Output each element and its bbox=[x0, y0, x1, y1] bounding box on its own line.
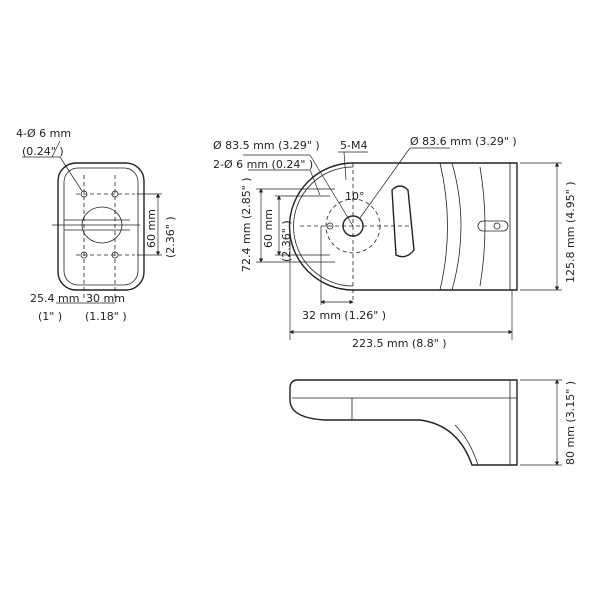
top-view: Ø 83.5 mm (3.29" ) 5-M4 Ø 83.6 mm (3.29"… bbox=[213, 135, 577, 350]
height-inner-label: 60 mm bbox=[262, 209, 275, 248]
dia-left-label: Ø 83.5 mm (3.29" ) bbox=[213, 139, 320, 152]
height-outer-label: 72.4 mm (2.85" ) bbox=[240, 177, 253, 272]
height-label: 60 mm bbox=[145, 209, 158, 248]
side-height-label: 80 mm (3.15" ) bbox=[564, 381, 577, 465]
holes-label: 2-Ø 6 mm (0.24" ) bbox=[213, 158, 313, 171]
height-inner-in-label: (2.36" ) bbox=[280, 220, 293, 262]
hole-label-in: (0.24" ) bbox=[22, 145, 64, 158]
dia-right-label: Ø 83.6 mm (3.29" ) bbox=[410, 135, 517, 148]
side-view: 80 mm (3.15" ) bbox=[289, 379, 577, 466]
height-label-in: (2.36" ) bbox=[164, 216, 177, 258]
angle-label: 10° bbox=[345, 190, 365, 203]
screws-label: 5-M4 bbox=[340, 139, 367, 152]
front-view: 4-Ø 6 mm (0.24" ) 60 mm (2.36" ) 25.4 mm… bbox=[16, 127, 177, 323]
offset-label-in: (1" ) bbox=[38, 310, 62, 323]
width-label: 30 mm bbox=[86, 292, 125, 305]
total-length-label: 223.5 mm (8.8" ) bbox=[352, 337, 447, 350]
width-label-in: (1.18" ) bbox=[85, 310, 127, 323]
total-height-label: 125.8 mm (4.95" ) bbox=[564, 181, 577, 283]
offset-label: 32 mm (1.26" ) bbox=[302, 309, 386, 322]
hole-label: 4-Ø 6 mm bbox=[16, 127, 71, 140]
offset-label: 25.4 mm bbox=[30, 292, 79, 305]
